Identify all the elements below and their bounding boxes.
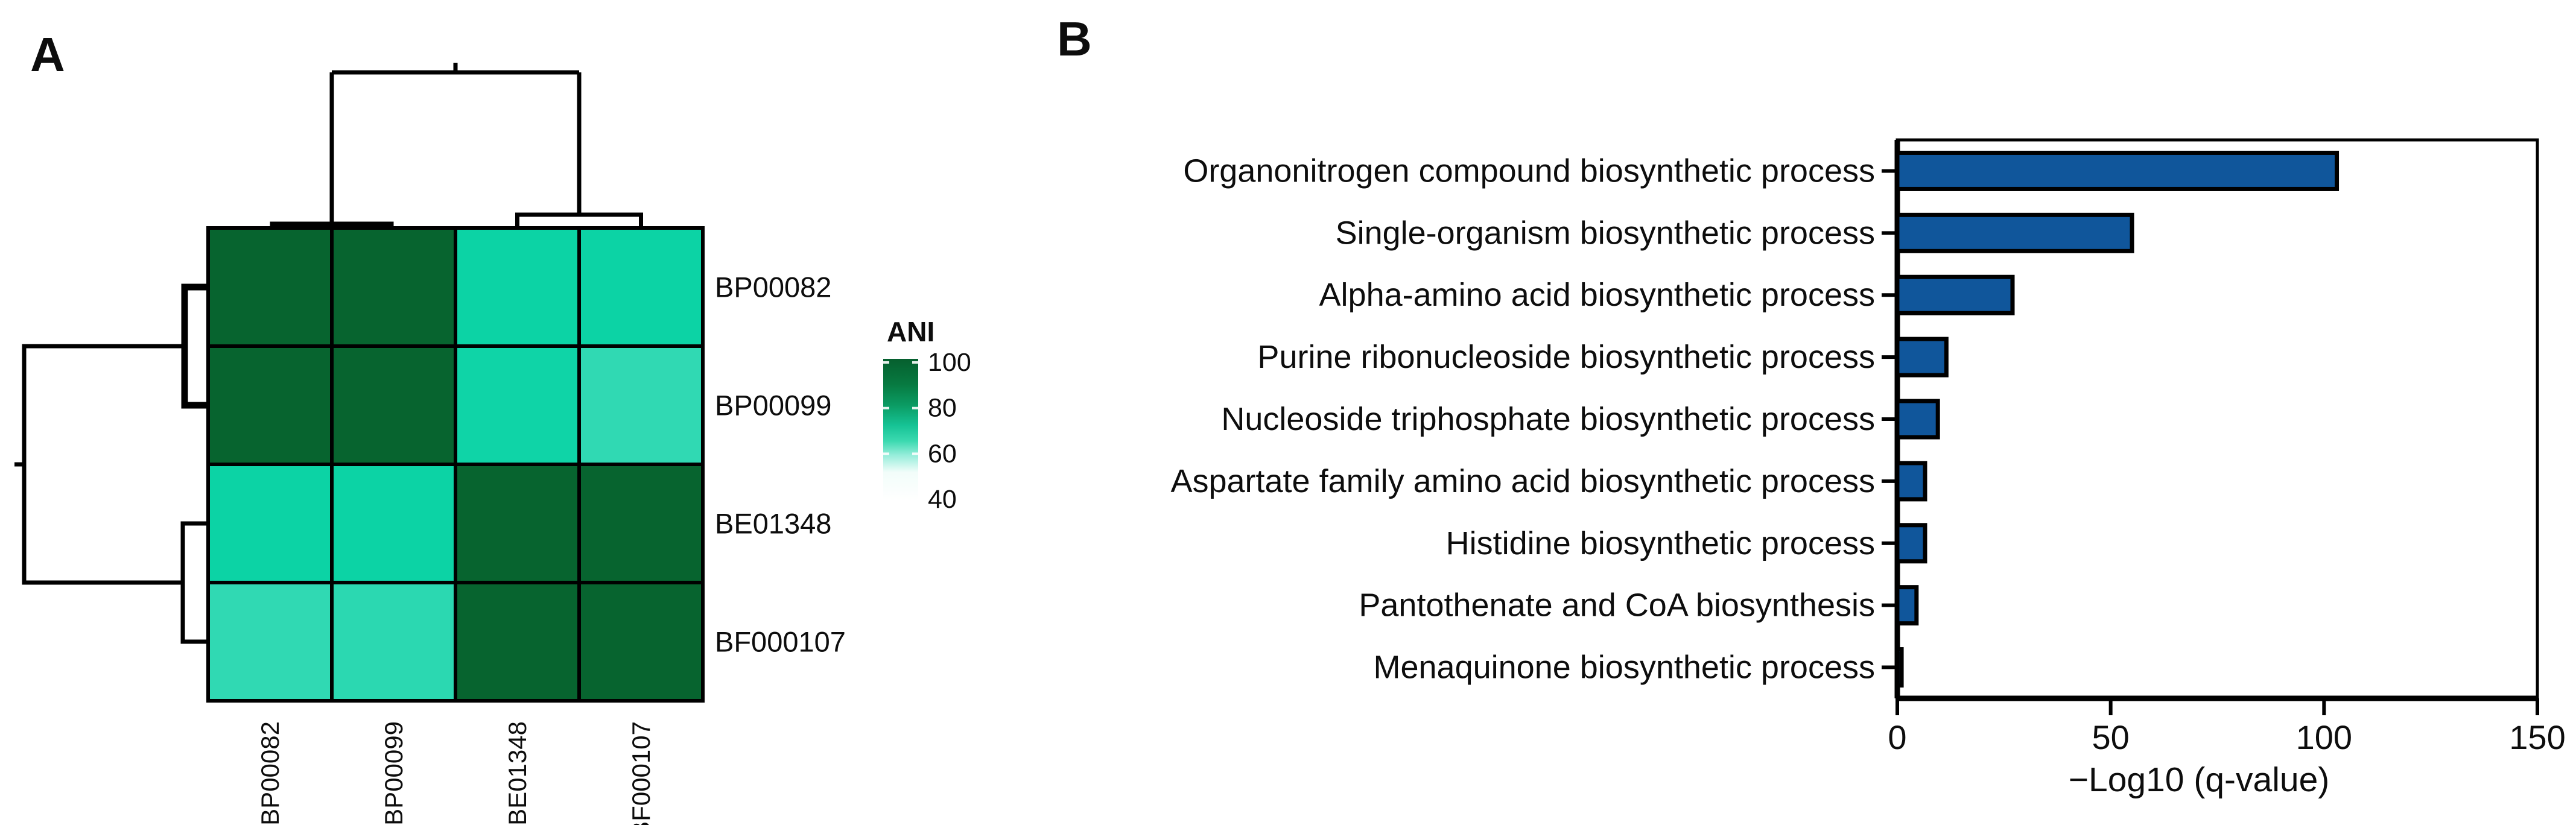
x-tick-label: 150 bbox=[2509, 718, 2565, 756]
bar bbox=[1895, 150, 2340, 191]
heatmap-col-labels: BP00082 BP00099 BE01348 BF000107 bbox=[256, 721, 655, 825]
ani-legend: 100 80 60 40 bbox=[883, 348, 971, 514]
heatmap-col-label: BF000107 bbox=[627, 721, 655, 825]
x-tick-label: 100 bbox=[2296, 718, 2352, 756]
bar bbox=[1895, 523, 1927, 564]
heatmap-cell-BF000107-BP00099 bbox=[330, 581, 457, 703]
legend-tick-label: 80 bbox=[928, 394, 957, 423]
bar-category-label: Histidine biosynthetic process bbox=[1446, 525, 1875, 561]
row-dendro-pair1 bbox=[181, 283, 208, 409]
x-tick-label: 0 bbox=[1888, 718, 1906, 756]
bar bbox=[1895, 585, 1919, 626]
heatmap-cell-BP00099-BF000107 bbox=[577, 344, 705, 466]
bar-category-label: Single-organism biosynthetic process bbox=[1336, 215, 1875, 251]
heatmap-cell-BP00099-BP00082 bbox=[206, 344, 334, 466]
ani-heatmap bbox=[206, 226, 705, 703]
heatmap-cell-BP00082-BE01348 bbox=[454, 226, 581, 348]
legend-title: ANI bbox=[887, 316, 934, 347]
heatmap-row-label: BP00082 bbox=[715, 271, 831, 303]
heatmap-row-label: BP00099 bbox=[715, 390, 831, 422]
heatmap-cell-BP00099-BP00099 bbox=[330, 344, 457, 466]
heatmap-row-label: BE01348 bbox=[715, 508, 831, 540]
heatmap-cell-BF000107-BP00082 bbox=[206, 581, 334, 703]
bar bbox=[1895, 274, 2015, 315]
legend-tick-label: 40 bbox=[928, 485, 957, 514]
heatmap-col-label: BP00082 bbox=[256, 721, 284, 825]
x-axis-title: −Log10 (q-value) bbox=[2069, 760, 2330, 799]
bar-category-label: Aspartate family amino acid biosynthetic… bbox=[1170, 463, 1875, 499]
heatmap-cell-BP00082-BF000107 bbox=[577, 226, 705, 348]
heatmap-cell-BF000107-BF000107 bbox=[577, 581, 705, 703]
bar-category-label: Organonitrogen compound biosynthetic pro… bbox=[1183, 153, 1875, 189]
heatmap-col-label: BE01348 bbox=[503, 721, 531, 825]
heatmap-cell-BE01348-BF000107 bbox=[577, 463, 705, 584]
x-tick-label: 50 bbox=[2092, 718, 2130, 756]
heatmap-cell-BF000107-BE01348 bbox=[454, 581, 581, 703]
heatmap-row-label: BF000107 bbox=[715, 626, 846, 658]
go-enrichment-bar-chart: Organonitrogen compound biosynthetic pro… bbox=[1170, 138, 2566, 756]
bar-category-label: Nucleoside triphosphate biosynthetic pro… bbox=[1221, 401, 1875, 437]
heatmap-cell-BP00099-BE01348 bbox=[454, 344, 581, 466]
legend-tick-label: 100 bbox=[928, 348, 971, 377]
bar-category-label: Purine ribonucleoside biosynthetic proce… bbox=[1257, 339, 1875, 375]
legend-gradient-bar bbox=[883, 359, 918, 501]
panel-b-label: B bbox=[1057, 12, 1092, 66]
column-dendrogram bbox=[270, 63, 643, 230]
legend-tick-label: 60 bbox=[928, 439, 957, 468]
row-dendro-pair2 bbox=[180, 521, 208, 644]
heatmap-cell-BP00082-BP00082 bbox=[206, 226, 334, 348]
panel-a-label: A bbox=[30, 28, 65, 81]
heatmap-col-label: BP00099 bbox=[379, 721, 408, 825]
heatmap-cell-BE01348-BP00099 bbox=[330, 463, 457, 584]
bar bbox=[1895, 399, 1940, 440]
bar bbox=[1895, 461, 1927, 502]
row-dendrogram bbox=[14, 283, 208, 644]
heatmap-cell-BE01348-BP00082 bbox=[206, 463, 334, 584]
bar bbox=[1895, 212, 2134, 253]
bar-category-label: Alpha-amino acid biosynthetic process bbox=[1319, 277, 1875, 313]
heatmap-cell-BP00082-BP00099 bbox=[330, 226, 457, 348]
bar bbox=[1895, 337, 1949, 378]
row-dendro-root bbox=[22, 344, 185, 585]
col-dendro-pair2 bbox=[515, 212, 643, 228]
bar-category-label: Pantothenate and CoA biosynthesis bbox=[1359, 587, 1875, 624]
bar-category-label: Menaquinone biosynthetic process bbox=[1373, 650, 1875, 686]
bar bbox=[1895, 647, 1904, 688]
heatmap-cell-BE01348-BE01348 bbox=[454, 463, 581, 584]
